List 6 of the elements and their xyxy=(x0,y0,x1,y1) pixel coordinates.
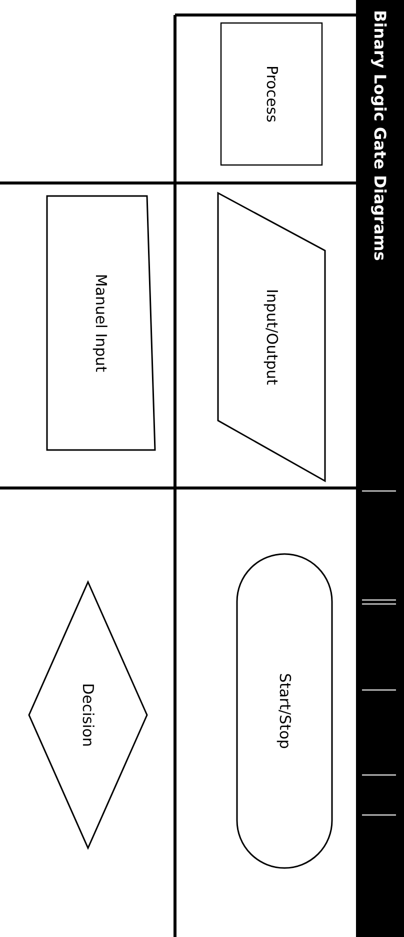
title: Binary Logic Gate Diagrams xyxy=(370,10,390,261)
shape-label: Decision xyxy=(79,683,97,747)
shape-label: Manuel Input xyxy=(92,274,110,372)
shape-label: Start/Stop xyxy=(276,673,294,749)
shape-label: Input/Output xyxy=(262,289,280,385)
shape-label: Process xyxy=(262,66,280,122)
